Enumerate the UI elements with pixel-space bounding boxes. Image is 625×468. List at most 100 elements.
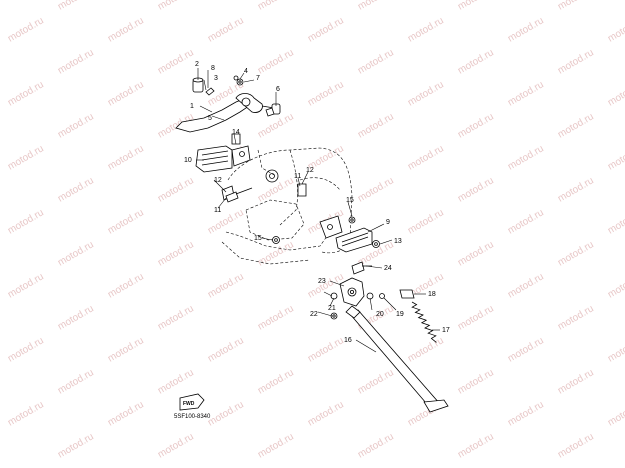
watermark-text: motod.ru <box>406 207 446 236</box>
watermark-text: motod.ru <box>406 79 446 108</box>
callout-2: 2 <box>195 61 199 68</box>
watermark-text: motod.ru <box>56 367 96 396</box>
watermark-text: motod.ru <box>106 15 146 44</box>
watermark-text: motod.ru <box>206 15 246 44</box>
watermark-text: motod.ru <box>156 431 196 460</box>
watermark-text: motod.ru <box>356 47 396 76</box>
watermark-text: motod.ru <box>206 335 246 364</box>
callout-17: 17 <box>442 327 450 334</box>
watermark-text: motod.ru <box>356 0 396 13</box>
sidestand-bracket <box>330 261 415 320</box>
stand-spring <box>411 301 437 343</box>
watermark-text: motod.ru <box>456 303 496 332</box>
callout-14: 14 <box>232 129 240 136</box>
watermark-text: motod.ru <box>106 399 146 428</box>
leader-lines <box>196 68 440 353</box>
watermark-text: motod.ru <box>306 399 346 428</box>
watermark-text: motod.ru <box>206 399 246 428</box>
watermark-text: motod.ru <box>6 271 46 300</box>
bolt-left <box>225 187 253 203</box>
watermark-text: motod.ru <box>56 303 96 332</box>
fwd-label: FWD <box>183 401 195 407</box>
watermark-text: motod.ru <box>6 143 46 172</box>
watermark-text: motod.ru <box>56 431 96 460</box>
watermark-text: motod.ru <box>556 47 596 76</box>
watermark-text: motod.ru <box>606 79 625 108</box>
watermark-text: motod.ru <box>256 111 296 140</box>
watermark-text: motod.ru <box>106 79 146 108</box>
watermark-text: motod.ru <box>506 271 546 300</box>
watermark-text: motod.ru <box>6 335 46 364</box>
watermark-text: motod.ru <box>506 15 546 44</box>
callout-24: 24 <box>384 265 392 272</box>
watermark-text: motod.ru <box>106 335 146 364</box>
watermark-text: motod.ru <box>6 207 46 236</box>
watermark-text: motod.ru <box>206 207 246 236</box>
watermark-text: motod.ru <box>556 367 596 396</box>
watermark-text: motod.ru <box>506 79 546 108</box>
sidestand <box>345 305 449 413</box>
callout-9: 9 <box>386 219 390 226</box>
watermark-text: motod.ru <box>406 335 446 364</box>
watermark-text: motod.ru <box>306 15 346 44</box>
callout-6: 6 <box>276 86 280 93</box>
watermark-text: motod.ru <box>256 0 296 13</box>
watermark-text: motod.ru <box>606 335 625 364</box>
watermark-text: motod.ru <box>256 47 296 76</box>
watermark-text: motod.ru <box>6 399 46 428</box>
callout-12-left: 12 <box>214 177 222 184</box>
watermark-text: motod.ru <box>306 79 346 108</box>
watermark-text: motod.ru <box>506 335 546 364</box>
watermark-text: motod.ru <box>256 367 296 396</box>
watermark-text: motod.ru <box>56 239 96 268</box>
callout-10: 10 <box>184 157 192 164</box>
left-footrest <box>195 133 251 201</box>
watermark-text: motod.ru <box>6 15 46 44</box>
callout-21: 21 <box>328 305 336 312</box>
watermark-text: motod.ru <box>156 175 196 204</box>
watermark-text: motod.ru <box>306 271 346 300</box>
callout-7: 7 <box>256 75 260 82</box>
watermark-text: motod.ru <box>406 15 446 44</box>
watermark-text: motod.ru <box>56 111 96 140</box>
watermark-text: motod.ru <box>456 239 496 268</box>
watermark-text: motod.ru <box>556 431 596 460</box>
watermark-text: motod.ru <box>606 143 625 172</box>
part-code: 5SF100-8340 <box>174 414 211 420</box>
callout-15-left: 15 <box>254 235 262 242</box>
watermark-text: motod.ru <box>256 303 296 332</box>
watermark-text: motod.ru <box>606 399 625 428</box>
watermark-text: motod.ru <box>356 111 396 140</box>
callout-3: 3 <box>214 75 218 82</box>
callout-11-left: 11 <box>214 207 221 214</box>
watermark-text: motod.ru <box>506 143 546 172</box>
callout-4: 4 <box>244 68 248 75</box>
watermark-text: motod.ru <box>106 271 146 300</box>
callout-labels: 2 8 3 4 7 6 1 5 14 10 12 11 11 12 15 9 1… <box>184 61 450 344</box>
watermark-text: motod.ru <box>206 271 246 300</box>
small-bolts-top <box>205 75 275 117</box>
watermark-text: motod.ru <box>106 143 146 172</box>
watermark-text: motod.ru <box>306 335 346 364</box>
watermark-text: motod.ru <box>356 175 396 204</box>
watermark-text: motod.ru <box>156 367 196 396</box>
watermark-text: motod.ru <box>606 271 625 300</box>
watermark-text: motod.ru <box>556 0 596 13</box>
watermark-text: motod.ru <box>156 239 196 268</box>
watermark-text: motod.ru <box>56 47 96 76</box>
callout-23: 23 <box>318 278 326 285</box>
watermark-text: motod.ru <box>456 111 496 140</box>
watermark-text: motod.ru <box>456 47 496 76</box>
watermark-text: motod.ru <box>6 79 46 108</box>
watermark-text: motod.ru <box>106 207 146 236</box>
callout-11-right: 11 <box>294 173 301 180</box>
watermark-text: motod.ru <box>506 207 546 236</box>
watermark-text: motod.ru <box>456 367 496 396</box>
watermark-text: motod.ru <box>156 303 196 332</box>
callout-12-right: 12 <box>306 167 314 174</box>
watermark-text: motod.ru <box>556 239 596 268</box>
callout-20: 20 <box>376 311 384 318</box>
watermark-text: motod.ru <box>556 303 596 332</box>
